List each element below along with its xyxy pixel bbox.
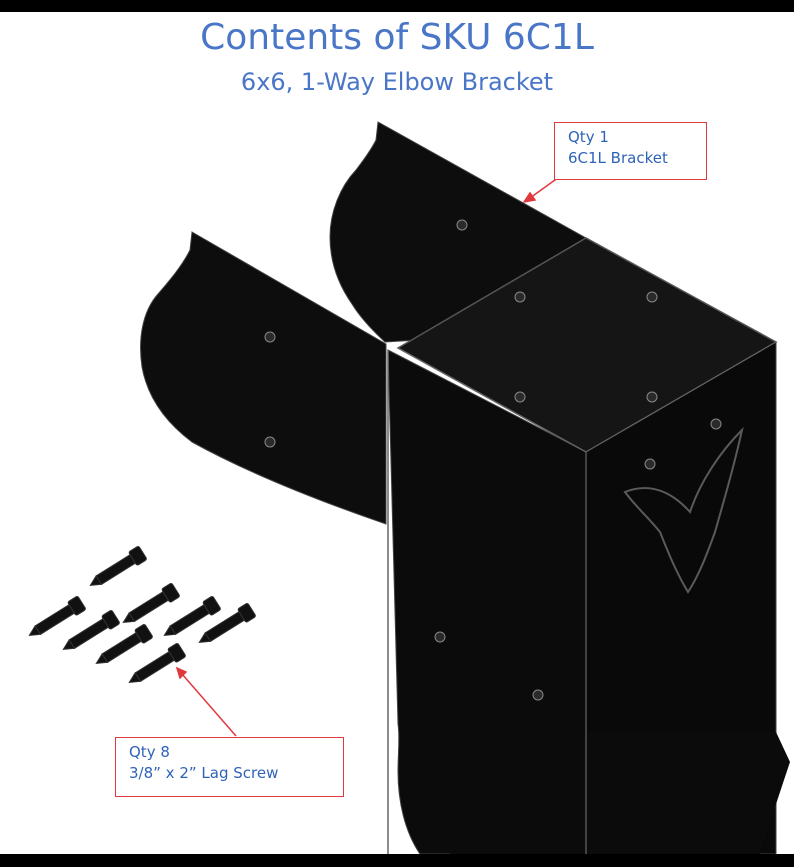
page-title: Contents of SKU 6C1L	[200, 17, 594, 58]
callout-bracket-qty: Qty 1	[568, 128, 609, 146]
callout-arrows	[175, 171, 567, 737]
bracket-left-flange	[140, 231, 387, 525]
product-illustration	[28, 121, 790, 854]
page-subtitle: 6x6, 1-Way Elbow Bracket	[240, 68, 554, 96]
callout-screws-item: 3/8” x 2” Lag Screw	[129, 764, 279, 782]
bracket-bottom-lobes	[400, 732, 790, 854]
callout-bracket-item: 6C1L Bracket	[568, 149, 668, 167]
product-image-canvas: Contents of SKU 6C1L 6x6, 1-Way Elbow Br…	[0, 12, 794, 854]
callout-screws-qty: Qty 8	[129, 743, 170, 761]
bracket-front-face	[387, 349, 587, 854]
callout-screws: Qty 8 3/8” x 2” Lag Screw	[115, 737, 344, 797]
bracket-logo-emboss	[623, 426, 744, 594]
bracket-screw-holes	[264, 219, 722, 701]
callout-bracket: Qty 1 6C1L Bracket	[554, 122, 707, 180]
lag-screws	[28, 546, 256, 684]
